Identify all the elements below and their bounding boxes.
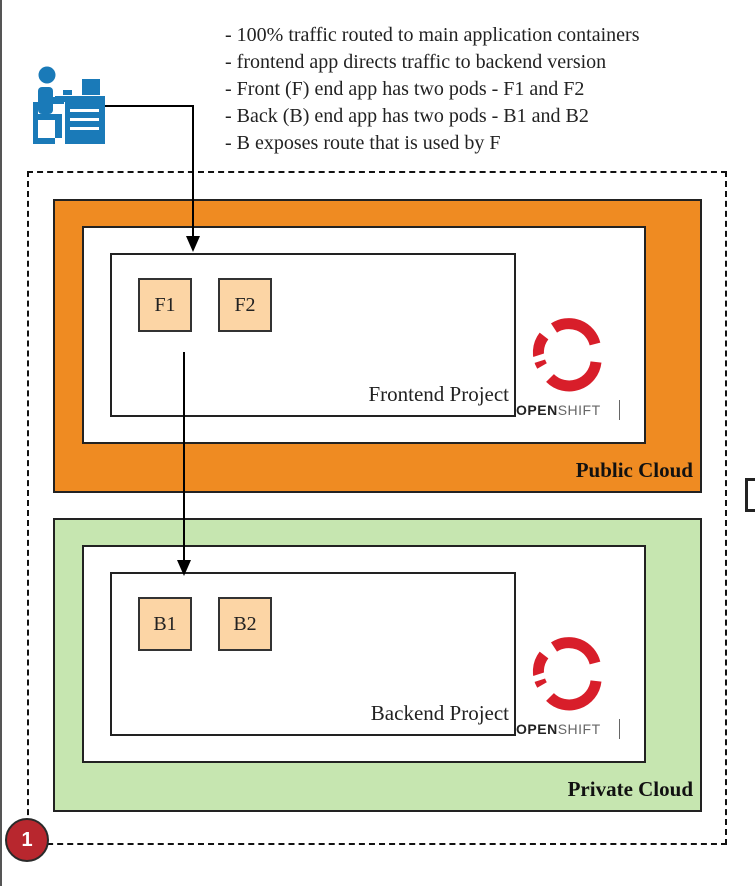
- note-item: - 100% traffic routed to main applicatio…: [225, 24, 640, 46]
- openshift-logo: OPENSHIFT: [514, 629, 624, 739]
- openshift-wordmark: OPENSHIFT: [516, 402, 601, 418]
- logo-divider: [619, 719, 620, 739]
- note-item: - frontend app directs traffic to backen…: [225, 51, 607, 73]
- cloud-label: Private Cloud: [567, 777, 693, 801]
- project-label: Frontend Project: [368, 382, 509, 406]
- step-badge: 1: [5, 818, 49, 862]
- notes-list: - 100% traffic routed to main applicatio…: [225, 22, 640, 157]
- user-at-desk-icon: [33, 66, 105, 144]
- openshift-wordmark: OPENSHIFT: [516, 721, 601, 737]
- note-item: - B exposes route that is used by F: [225, 132, 501, 154]
- deployment-boundary: [27, 171, 727, 845]
- openshift-logo-icon: [532, 318, 606, 392]
- openshift-cluster-public: F1 F2 Frontend Project OPENSHIFT: [82, 226, 646, 444]
- project-label: Backend Project: [370, 701, 509, 725]
- cloud-label: Public Cloud: [575, 458, 693, 482]
- openshift-logo-icon: [532, 637, 606, 711]
- note-item: - Front (F) end app has two pods - F1 an…: [225, 78, 585, 100]
- openshift-logo: OPENSHIFT: [514, 310, 624, 420]
- pod-b2: B2: [218, 597, 272, 651]
- logo-divider: [619, 400, 620, 420]
- openshift-cluster-private: B1 B2 Backend Project OPENSHIFT: [82, 545, 646, 763]
- pod-f1: F1: [138, 278, 192, 332]
- public-cloud: F1 F2 Frontend Project OPENSHIFT Public …: [53, 199, 702, 493]
- note-item: - Back (B) end app has two pods - B1 and…: [225, 105, 589, 127]
- pod-f2: F2: [218, 278, 272, 332]
- private-cloud: B1 B2 Backend Project OPENSHIFT Private …: [53, 518, 702, 812]
- pod-b1: B1: [138, 597, 192, 651]
- frontend-project: F1 F2 Frontend Project: [110, 253, 516, 417]
- backend-project: B1 B2 Backend Project: [110, 572, 516, 736]
- left-edge-rule: [0, 0, 2, 886]
- edge-bracket: [745, 478, 755, 512]
